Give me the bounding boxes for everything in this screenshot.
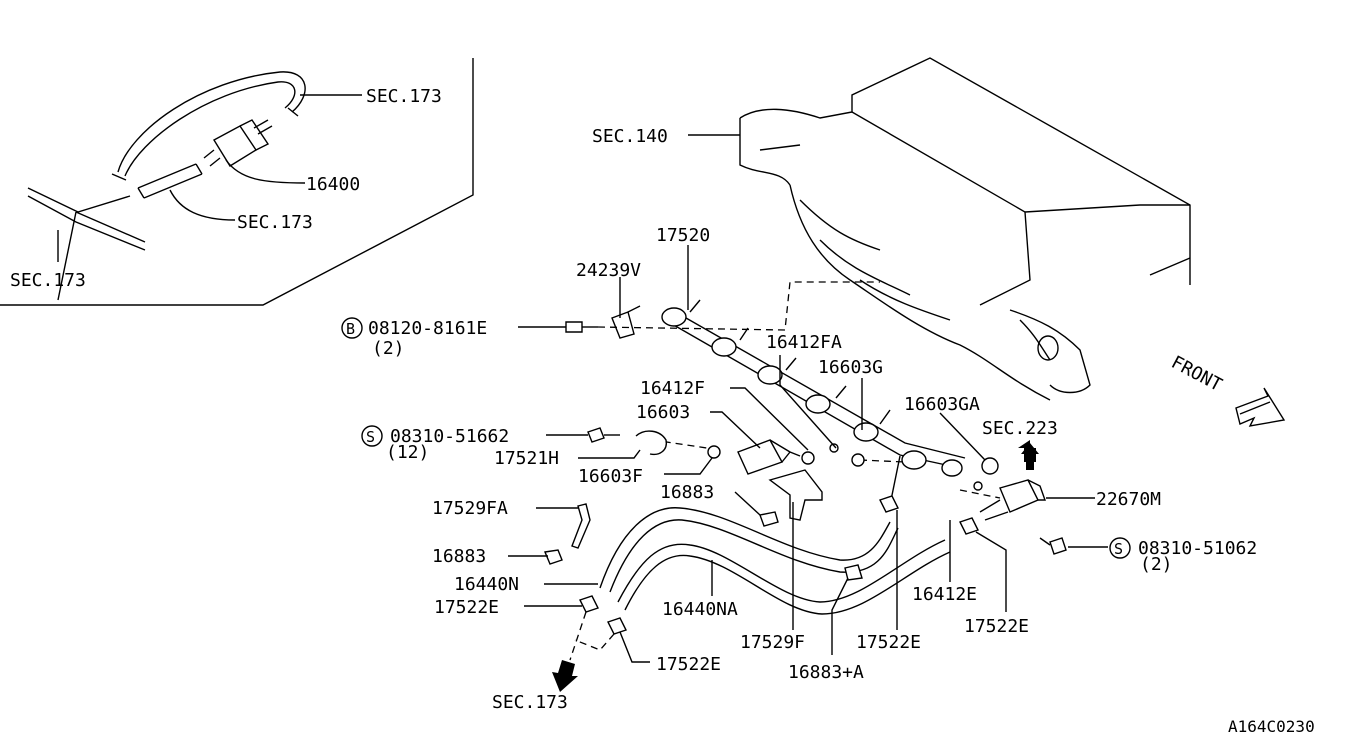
oring-dash-line xyxy=(859,459,906,463)
inset-hoses xyxy=(27,71,306,301)
screw-symbol-circle-2 xyxy=(1109,537,1131,559)
label-16603ga: 16603GA xyxy=(904,394,980,415)
label-17522e-left: 17522E xyxy=(434,597,499,618)
pressure-regulator xyxy=(979,479,1046,521)
hose-bracket-left xyxy=(571,503,591,549)
label-sec140: SEC.140 xyxy=(592,126,668,147)
label-screw-part-1: 08310-51662 xyxy=(390,426,509,447)
bolt-symbol: B xyxy=(346,320,355,338)
label-17521h: 17521H xyxy=(494,448,559,469)
fuel-rail xyxy=(661,299,966,477)
label-bolt-part: 08120-8161E xyxy=(368,318,487,339)
label-17522e-right: 17522E xyxy=(964,616,1029,637)
fuel-hoses xyxy=(599,455,951,615)
screw-symbol-1: S xyxy=(366,428,375,446)
label-16603: 16603 xyxy=(636,402,690,423)
part-labels: SEC.173 16400 SEC.173 SEC.173 SEC.140 17… xyxy=(10,86,1315,736)
injector xyxy=(737,439,801,475)
label-front: FRONT xyxy=(1168,352,1226,396)
label-screw-qty-2: (2) xyxy=(1140,554,1173,575)
label-17520: 17520 xyxy=(656,225,710,246)
label-screw-part-2: 08310-51062 xyxy=(1138,538,1257,559)
label-bolt-qty: (2) xyxy=(372,338,405,359)
label-sec173-inset-mid: SEC.173 xyxy=(237,212,313,233)
injector-clip xyxy=(635,430,667,456)
regulator-screw xyxy=(1039,537,1067,555)
label-16883-left: 16883 xyxy=(432,546,486,567)
label-16412fa: 16412FA xyxy=(766,332,842,353)
fuel-filter xyxy=(203,119,273,167)
label-16412e: 16412E xyxy=(912,584,977,605)
rail-bolt xyxy=(565,321,598,333)
bolt-dash-line xyxy=(597,281,880,331)
label-16883a: 16883+A xyxy=(788,662,864,683)
label-sec223: SEC.223 xyxy=(982,418,1058,439)
label-24239v: 24239V xyxy=(576,260,641,281)
hose-clamps xyxy=(544,495,979,635)
regulator-dash-line xyxy=(959,489,1001,499)
label-16883-top: 16883 xyxy=(660,482,714,503)
label-16603g: 16603G xyxy=(818,357,883,378)
screw-symbol-2: S xyxy=(1114,540,1123,558)
arrow-sec223 xyxy=(1018,440,1039,470)
label-22670m: 22670M xyxy=(1096,489,1161,510)
small-screw xyxy=(587,427,620,443)
label-17522e-bottom: 17522E xyxy=(656,654,721,675)
rail-bracket xyxy=(611,305,641,339)
label-16440na: 16440NA xyxy=(662,599,738,620)
leader-lines xyxy=(57,94,1108,663)
screw-symbol-circle-1 xyxy=(361,425,383,447)
intake-manifold xyxy=(739,57,1191,401)
label-screw-qty-1: (12) xyxy=(386,442,429,463)
label-16412f: 16412F xyxy=(640,378,705,399)
label-17529fa: 17529FA xyxy=(432,498,508,519)
inset-frame xyxy=(0,58,474,306)
label-sec173-inset-left: SEC.173 xyxy=(10,270,86,291)
label-sec173-inset-top: SEC.173 xyxy=(366,86,442,107)
insulator-rings xyxy=(707,443,999,491)
label-16603f: 16603F xyxy=(578,466,643,487)
diagram-code: A164C0230 xyxy=(1228,717,1315,736)
label-sec173-bottom: SEC.173 xyxy=(492,692,568,713)
label-16440n: 16440N xyxy=(454,574,519,595)
label-16400: 16400 xyxy=(306,174,360,195)
label-17529f: 17529F xyxy=(740,632,805,653)
arrow-sec173 xyxy=(552,611,615,692)
bolt-symbol-circle xyxy=(341,317,363,339)
front-arrow xyxy=(1235,387,1286,427)
label-17522e-mid: 17522E xyxy=(856,632,921,653)
hose-bracket-center xyxy=(768,469,823,521)
